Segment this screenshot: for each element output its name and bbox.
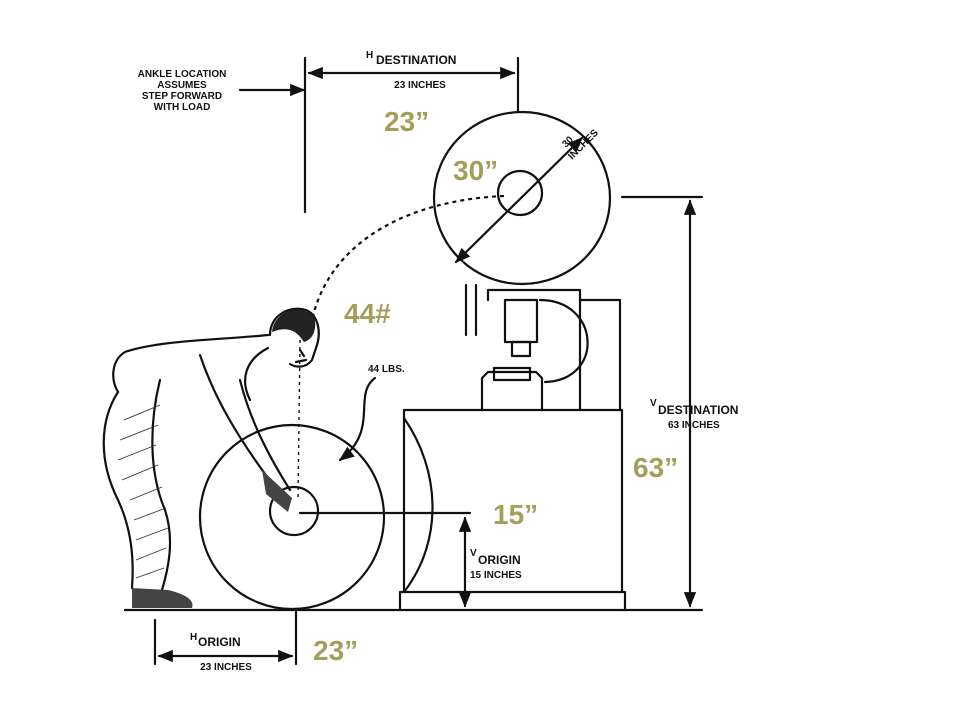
- weight-callout: 44 LBS.: [338, 364, 405, 462]
- v-origin-value: 15 INCHES: [470, 570, 522, 581]
- worker-shoe: [132, 588, 193, 608]
- worker-figure: [102, 307, 320, 608]
- machine-upper-frame: [486, 288, 582, 412]
- h-destination-name: DESTINATION: [376, 53, 456, 67]
- weight-label: 44 LBS.: [368, 364, 405, 375]
- h-origin-value: 23 INCHES: [200, 662, 252, 673]
- overlay-v-destination: 63”: [633, 452, 678, 483]
- press-machine: 30 INCHES: [398, 110, 627, 612]
- hatch-1: [123, 404, 161, 421]
- machine-body: [402, 408, 624, 594]
- h-destination-prefix: H: [366, 50, 373, 61]
- hatch-6: [133, 507, 167, 521]
- hatch-3: [117, 444, 157, 461]
- h-destination-value: 23 INCHES: [394, 80, 446, 91]
- origin-disc: [198, 423, 386, 611]
- overlay-labels: 23” 30” 44# 63” 15” 23”: [313, 106, 678, 666]
- ankle-note-line-4: WITH LOAD: [154, 102, 211, 113]
- overlay-h-destination: 23”: [384, 106, 429, 137]
- h-origin-dimension: H ORIGIN 23 INCHES: [153, 610, 298, 673]
- overlay-diameter: 30”: [453, 155, 498, 186]
- weight-arrow: [338, 376, 377, 462]
- overlay-h-origin: 23”: [313, 635, 358, 666]
- ankle-location-note: ANKLE LOCATION ASSUMES STEP FORWARD WITH…: [138, 69, 306, 113]
- h-origin-name: ORIGIN: [198, 635, 241, 649]
- hatch-9: [135, 567, 165, 579]
- v-destination-name: DESTINATION: [658, 403, 738, 417]
- machine-frame-right: [578, 298, 622, 412]
- origin-vertical-dash: [297, 339, 301, 501]
- diameter-dimension-line: [454, 136, 584, 264]
- v-destination-dimension: V DESTINATION 63 INCHES: [620, 195, 738, 612]
- worker-face: [294, 348, 308, 364]
- machine-die-block: [480, 370, 544, 412]
- machine-c-frame: [538, 298, 589, 384]
- v-origin-dimension: V ORIGIN 15 INCHES: [458, 516, 522, 608]
- hatch-2: [119, 424, 159, 441]
- worker-front-leg: [151, 378, 172, 592]
- origin-disc-group: [198, 339, 472, 611]
- hatch-7: [135, 527, 169, 541]
- worker-arm-front: [238, 378, 292, 492]
- machine-die: [492, 366, 532, 382]
- machine-body-curve: [402, 416, 434, 594]
- overlay-weight: 44#: [344, 298, 391, 329]
- h-origin-prefix: H: [190, 632, 197, 643]
- hatch-4: [121, 464, 159, 481]
- machine-base: [398, 590, 627, 612]
- worker-hand: [262, 470, 292, 512]
- v-destination-prefix: V: [650, 398, 657, 409]
- worker-head: [268, 307, 320, 368]
- machine-ram: [503, 298, 539, 344]
- worker-back: [112, 333, 270, 394]
- overlay-v-origin: 15”: [493, 499, 538, 530]
- worker-hair: [272, 309, 316, 342]
- v-destination-value: 63 INCHES: [668, 420, 720, 431]
- ankle-note-line-3: STEP FORWARD: [142, 91, 222, 102]
- hatch-8: [135, 547, 167, 561]
- ankle-note-line-1: ANKLE LOCATION: [138, 69, 227, 80]
- hatch-5: [129, 486, 163, 501]
- worker-back-leg: [102, 390, 134, 590]
- worker-chest: [244, 346, 270, 402]
- ankle-note-line-2: ASSUMES: [157, 80, 207, 91]
- v-origin-prefix: V: [470, 548, 477, 559]
- origin-disc-hub: [268, 485, 320, 537]
- lift-trajectory: [310, 194, 505, 321]
- v-origin-name: ORIGIN: [478, 553, 521, 567]
- machine-ram-tip: [510, 340, 532, 358]
